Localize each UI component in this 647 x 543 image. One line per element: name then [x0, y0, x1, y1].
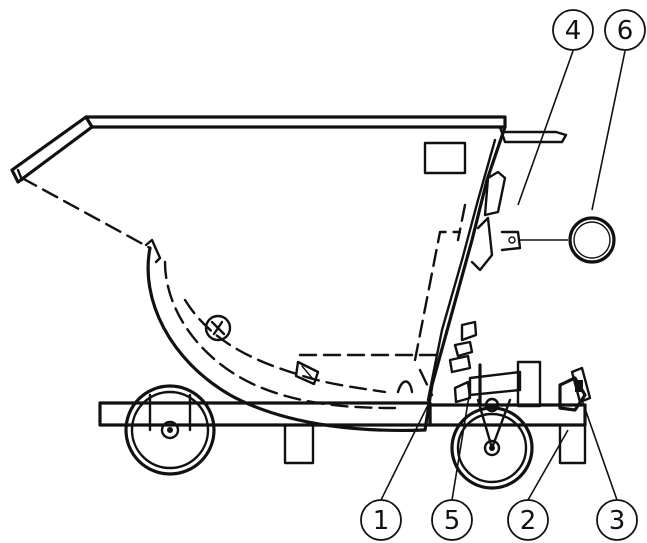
- part-6-ring-inner: [573, 221, 611, 259]
- bowl-latch-detail: [204, 314, 320, 386]
- chassis-frame: [98, 360, 592, 465]
- front-wheel: [124, 384, 216, 476]
- callout-3: 3: [596, 499, 638, 541]
- callout-5: 5: [431, 499, 473, 541]
- callout-label-2: 2: [520, 506, 537, 536]
- hopper-body: [10, 115, 568, 433]
- rear-wheel: [450, 380, 534, 490]
- leader-lines: [380, 50, 626, 501]
- callout-label-1: 1: [373, 506, 390, 536]
- callout-label-6: 6: [617, 16, 634, 46]
- callout-6: 6: [604, 9, 646, 51]
- callout-label-3: 3: [609, 506, 626, 536]
- callout-4: 4: [552, 9, 594, 51]
- part-6-ring: [568, 216, 616, 264]
- callout-label-5: 5: [444, 506, 461, 536]
- callout-1: 1: [360, 499, 402, 541]
- rear-pivot-assembly: [448, 170, 522, 374]
- callout-2: 2: [507, 499, 549, 541]
- callout-label-4: 4: [565, 16, 582, 46]
